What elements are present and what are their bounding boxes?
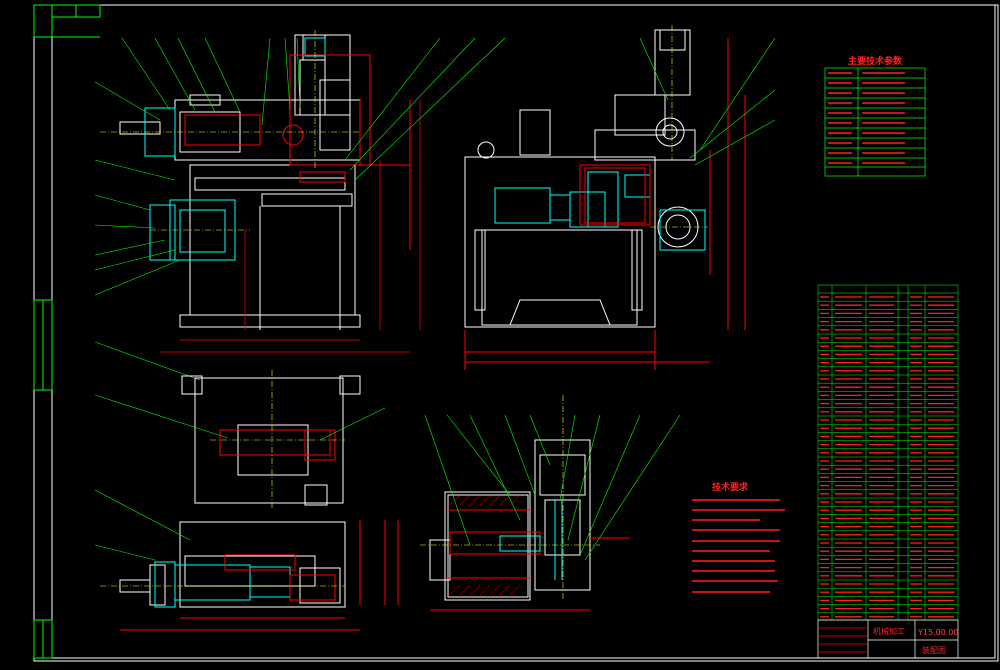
front-view xyxy=(94,30,506,381)
tech-requirements-text xyxy=(692,499,785,593)
bom-table xyxy=(817,284,959,621)
params-table xyxy=(824,67,926,177)
title-block-name: 装配图 xyxy=(922,646,946,655)
title-block xyxy=(817,619,959,659)
outer-frame xyxy=(33,4,999,662)
tech-requirements-title: 技术要求 xyxy=(712,483,749,493)
top-view xyxy=(94,370,399,631)
params-title: 主要技术参数 xyxy=(848,57,903,67)
side-view xyxy=(464,25,776,370)
section-view xyxy=(420,395,681,611)
title-block-company: 机械加工 xyxy=(873,627,905,636)
bom-text xyxy=(820,296,954,618)
binding-strip xyxy=(33,4,101,659)
title-block-code: Y15.00.00 xyxy=(918,628,959,637)
params-table-text xyxy=(828,72,905,164)
